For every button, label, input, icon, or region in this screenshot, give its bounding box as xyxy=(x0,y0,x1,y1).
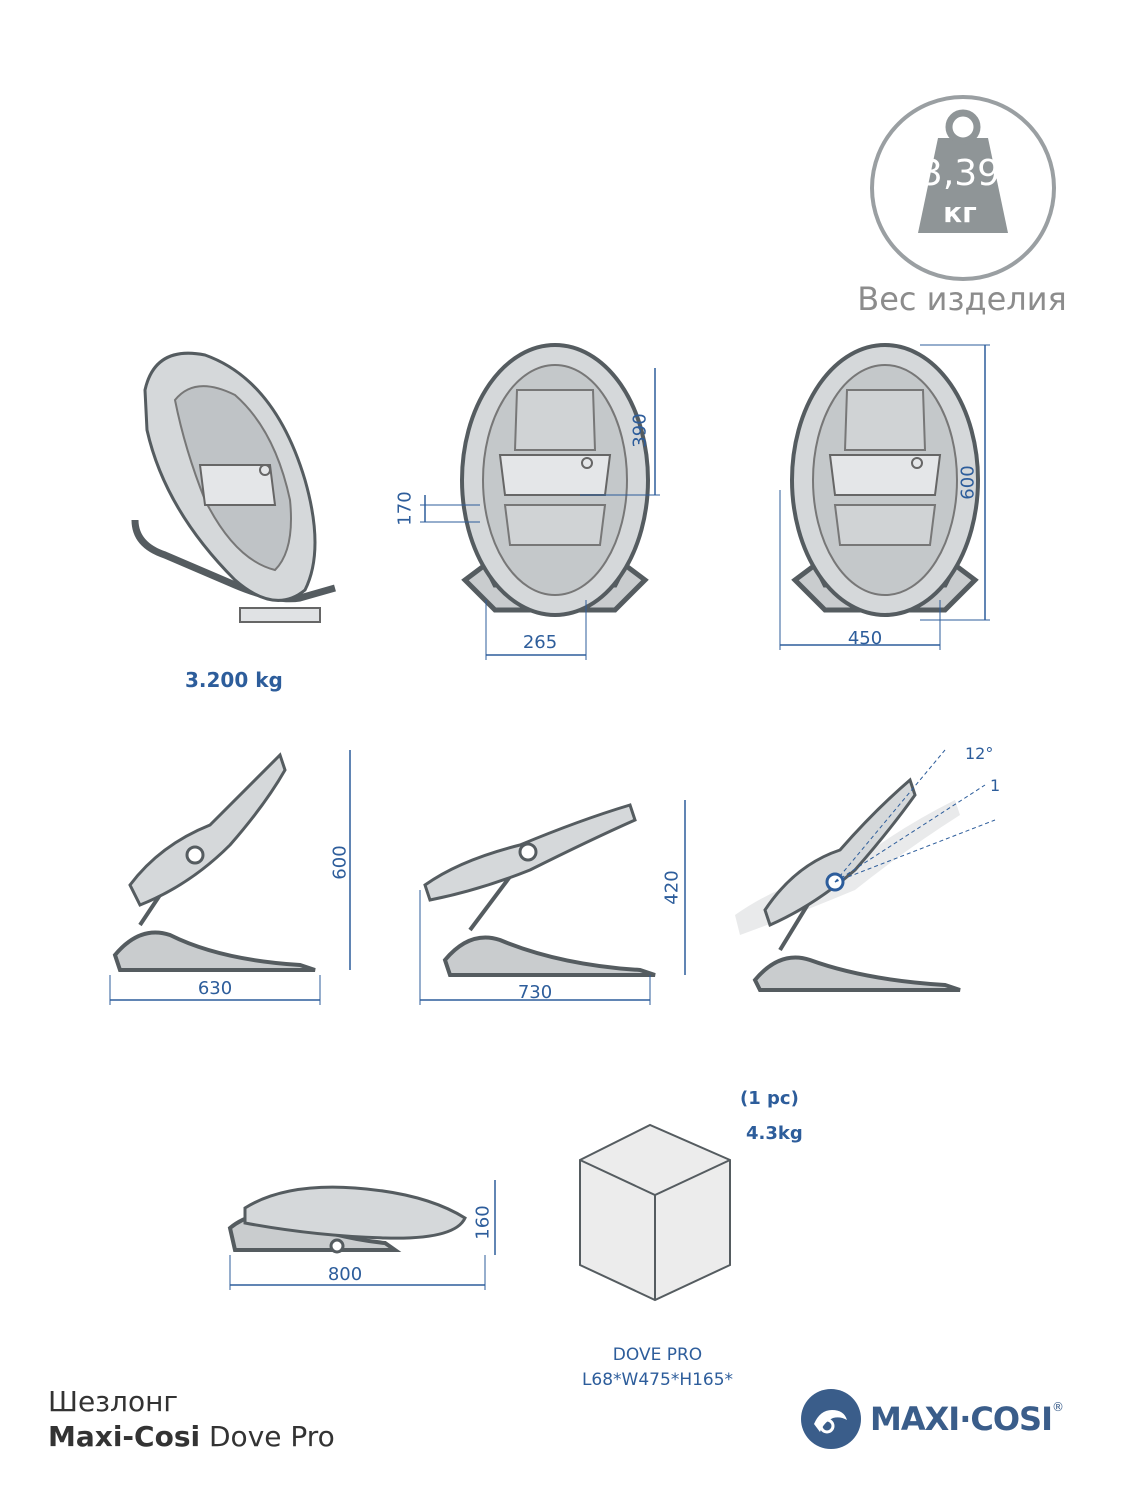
dim-recline-length: 730 xyxy=(517,982,553,1003)
product-title-model: Dove Pro xyxy=(209,1420,335,1453)
front-dimension-lines xyxy=(420,368,660,660)
upright-dimension-lines xyxy=(109,750,351,1005)
bouncer-side-upright-illustration xyxy=(112,752,316,972)
product-title-line1: Шезлонг xyxy=(48,1385,179,1418)
package-quantity: (1 pc) xyxy=(740,1088,799,1109)
package-name: DOVE PRO xyxy=(612,1345,703,1365)
rear-dimension-lines xyxy=(779,344,990,650)
weight-caption: Вес изделия xyxy=(857,280,1067,318)
recline-dimension-lines xyxy=(419,800,686,1005)
package-box-illustration xyxy=(579,1123,731,1302)
dim-upright-height: 600 xyxy=(329,845,351,880)
bouncer-rear-illustration xyxy=(790,343,980,617)
folded-dimension-lines xyxy=(229,1180,496,1290)
product-title: Шезлонг Maxi-Cosi Dove Pro xyxy=(48,1385,335,1453)
weight-value: 3,39 xyxy=(919,153,1001,194)
bouncer-side-rocking-illustration xyxy=(735,749,996,992)
angle-label-2: 1 xyxy=(990,776,1001,795)
package-dimensions: L68*W475*H165* xyxy=(581,1370,734,1390)
bouncer-perspective-illustration xyxy=(131,351,336,623)
dim-recline-height: 420 xyxy=(661,870,683,905)
weight-badge-circle xyxy=(870,95,1056,281)
angle-label-1: 12° xyxy=(965,744,994,763)
dim-base-width: 450 xyxy=(847,628,883,649)
dim-upright-length: 630 xyxy=(197,978,233,999)
brand-registered-mark: ® xyxy=(1051,1400,1064,1414)
weight-unit: кг xyxy=(943,196,977,229)
product-title-brand: Maxi-Cosi xyxy=(48,1420,201,1453)
weight-icon xyxy=(918,138,1008,233)
dim-harness-top: 390 xyxy=(629,413,651,448)
dim-crotch: 170 xyxy=(394,491,416,526)
brand-logo-text: MAXI·COSI xyxy=(870,1400,1053,1438)
maxi-cosi-logo-icon xyxy=(801,1389,861,1449)
package-weight: 4.3kg xyxy=(746,1123,803,1144)
bouncer-side-recline-illustration xyxy=(423,803,656,977)
front-weight-label: 3.200 kg xyxy=(185,668,283,692)
bouncer-front-illustration xyxy=(460,343,650,617)
dim-folded-height: 160 xyxy=(472,1205,494,1240)
bouncer-folded-illustration xyxy=(227,1185,467,1254)
dim-folded-length: 800 xyxy=(327,1264,363,1285)
brand-logo: MAXI·COSI ® xyxy=(800,1388,1064,1450)
dim-seat-width: 265 xyxy=(522,632,558,653)
dim-height-front: 600 xyxy=(957,465,979,500)
